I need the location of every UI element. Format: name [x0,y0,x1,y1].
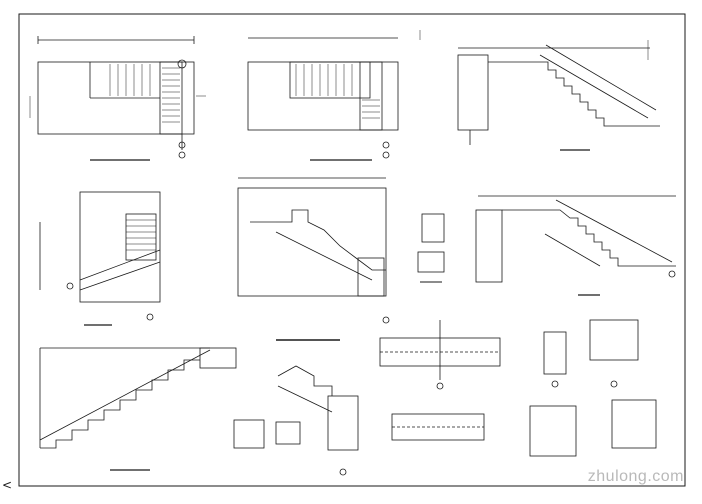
detail-bracket [529,319,657,457]
stair-elevation-1 [457,44,660,151]
watermark: zhulong.com [587,468,684,485]
detail-beam-1 [379,320,501,390]
plan-view-1 [37,36,195,161]
stair-elevation-2 [475,195,676,296]
sheet-border [18,13,686,487]
stair-elevation-long [39,347,237,471]
annotation-marks [29,30,649,118]
stair-section-1 [39,191,161,326]
stair-section-2 [237,177,390,341]
detail-beam-2 [391,413,485,441]
plan-view-2 [247,37,399,161]
edge-mark: < [2,478,13,492]
detail-stair-node [233,365,359,476]
detail-small-1 [417,213,445,283]
